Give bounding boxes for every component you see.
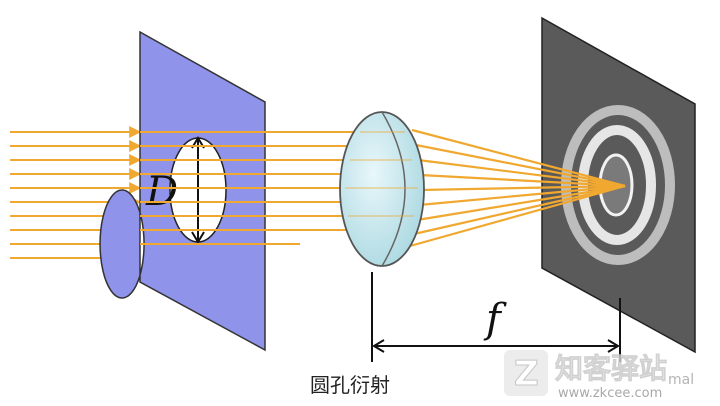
converging-rays — [409, 128, 626, 248]
ray-converge — [416, 184, 626, 222]
ray-converge — [419, 184, 626, 192]
diffraction-ring-middle — [578, 125, 656, 245]
watermark-logo-icon — [504, 350, 548, 396]
ray-converge — [409, 184, 626, 248]
middle-rays — [140, 131, 378, 245]
ray-converge — [415, 143, 626, 188]
watermark-logo-letter: Z — [514, 354, 539, 394]
diagram-caption: 圆孔衍射 — [310, 373, 390, 397]
watermark-url: www.zkcee.com — [558, 386, 662, 401]
ray-converge — [417, 158, 626, 188]
watermark-right-text: mal — [668, 372, 694, 388]
convex-lens — [339, 111, 425, 267]
ray-converge — [411, 128, 626, 188]
watermark: Z 知客驿站 www.zkcee.com mal — [504, 350, 694, 401]
aperture-plate: D — [99, 30, 266, 352]
diffraction-ring-outer — [561, 105, 675, 265]
focal-length-label: f — [483, 296, 507, 342]
ray-converge — [419, 173, 626, 188]
ray-converge — [413, 184, 626, 236]
aperture-diameter-label: D — [145, 169, 178, 215]
ray-converge — [418, 184, 626, 207]
watermark-brand: 知客驿站 — [555, 352, 667, 385]
